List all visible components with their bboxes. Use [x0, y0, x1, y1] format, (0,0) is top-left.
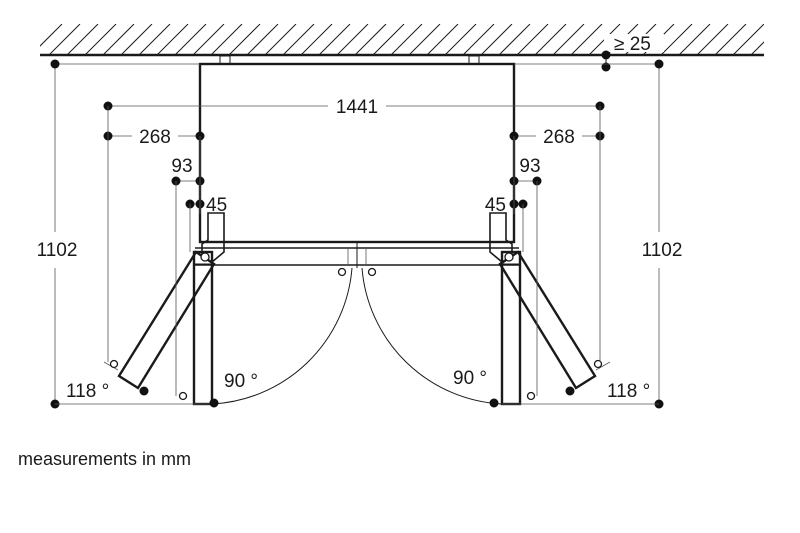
- total-width-label: 1441: [336, 97, 378, 118]
- left-268-label: 268: [139, 127, 171, 148]
- right-93-label: 93: [519, 156, 540, 177]
- left-93-label: 93: [171, 156, 192, 177]
- side-clearance-dimensions: 268 268: [103, 127, 605, 148]
- depth-dimensions: 1102 1102: [37, 59, 683, 409]
- left-1102-label: 1102: [37, 240, 78, 261]
- total-width-dimension: 1441: [103, 97, 605, 118]
- bottom-baseline: [55, 386, 659, 408]
- wall-gap-dimension: ≥ 25: [601, 34, 651, 72]
- feet: [109, 267, 603, 401]
- wall: [40, 24, 764, 57]
- wall-gap-label: ≥ 25: [614, 34, 651, 55]
- right-118-label: 118 °: [607, 381, 650, 402]
- left-45-label: 45: [206, 195, 227, 216]
- measurements-note: measurements in mm: [18, 449, 192, 469]
- appliance-body: [195, 55, 519, 268]
- right-1102-label: 1102: [642, 240, 683, 261]
- right-268-label: 268: [543, 127, 575, 148]
- hinge-offset-93-dimensions: 93 93: [171, 156, 542, 186]
- right-90-label: 90 °: [453, 368, 487, 389]
- right-45-label: 45: [485, 195, 506, 216]
- hinge-offset-45-dimensions: 45 45: [185, 195, 528, 216]
- extension-lines: [107, 106, 601, 396]
- left-118-label: 118 °: [66, 381, 109, 402]
- left-90-label: 90 °: [224, 371, 258, 392]
